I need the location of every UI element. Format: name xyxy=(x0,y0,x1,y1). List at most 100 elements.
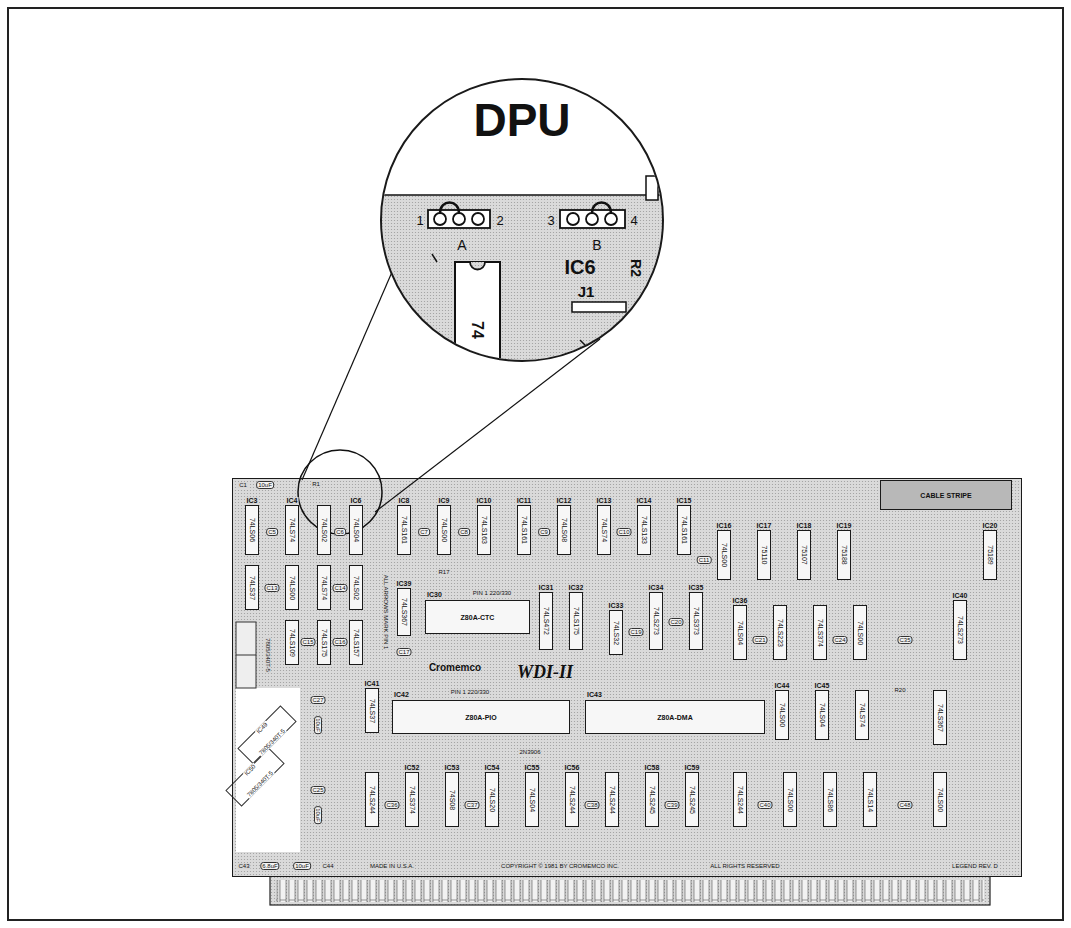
ic-chip: 74LS157 xyxy=(349,620,363,665)
ic-chip: IC1574LS161 xyxy=(677,505,691,555)
capacitor-label: C25 xyxy=(310,786,325,794)
part-number: 74LS02 xyxy=(321,518,328,542)
capacitor-label: C40 xyxy=(757,801,772,809)
chip-number: IC17 xyxy=(756,522,773,529)
chip-number: IC42 xyxy=(393,691,410,698)
chip-number: IC14 xyxy=(636,497,653,504)
chip-number: IC6 xyxy=(350,497,363,504)
chip-number: IC33 xyxy=(608,602,625,609)
part-number: 74LS14 xyxy=(867,787,874,811)
ic-chip: 74LS00 xyxy=(285,565,299,610)
regulator-symbol xyxy=(226,706,296,806)
ic-chip: IC874LS161 xyxy=(397,505,411,555)
chip-number: IC12 xyxy=(556,497,573,504)
part-label: C43 xyxy=(237,863,250,869)
part-number: 75110 xyxy=(761,546,768,565)
ic-chip: IC1374LS74 xyxy=(597,505,611,555)
part-number: 74LS86 xyxy=(827,787,834,811)
leader-line xyxy=(302,272,392,480)
capacitor-label: C19 xyxy=(628,628,643,636)
part-number: 74S08 xyxy=(449,789,456,809)
ic-chip: IC3274LS175 xyxy=(569,592,583,650)
part-label: C44 xyxy=(321,863,334,869)
part-number: 74LS00 xyxy=(779,703,786,727)
capacitor-label: C16 xyxy=(332,638,347,646)
part-number: 74LS157 xyxy=(353,628,360,656)
detail-label: 1 xyxy=(416,214,423,227)
cable-stripe-box: CABLE STRIPE xyxy=(880,480,1012,510)
ic-chip: IC3474LS273 xyxy=(649,592,663,650)
ic-chip: IC1674LS00 xyxy=(717,530,731,580)
part-number: 74LS00 xyxy=(937,787,944,811)
board-text: WDI-II xyxy=(517,663,573,681)
ic-chip: IC1775110 xyxy=(757,530,771,580)
part-number: 74LS245 xyxy=(649,785,656,813)
ic-chip: IC4174LS37 xyxy=(365,688,379,733)
part-label: R1 xyxy=(311,481,321,487)
part-number: 74LS367 xyxy=(401,598,408,626)
ic-chip: IC3374LS32 xyxy=(609,610,623,655)
ic-chip: IC5874LS245 xyxy=(645,772,659,827)
capacitor-label: C17 xyxy=(396,648,411,656)
part-number: 74LS74 xyxy=(321,575,328,599)
part-label: C1 xyxy=(238,482,248,488)
chip-number: IC31 xyxy=(538,584,555,591)
capacitor-label: C35 xyxy=(897,636,912,644)
ic-chip: IC3674LS04 xyxy=(733,605,747,660)
capacitor-label: C38 xyxy=(584,801,599,809)
ic-chip: IC1274LS08 xyxy=(557,505,571,555)
board-text: MADE IN U.S.A. xyxy=(369,863,415,869)
part-number: 74LS472 xyxy=(543,607,550,635)
ic-chip: IC5374S08 xyxy=(445,772,459,827)
part-number: 74LS00 xyxy=(721,543,728,567)
part-number: 74LS02 xyxy=(353,575,360,599)
part-number: 74LS373 xyxy=(693,607,700,635)
capacitor-label: C36 xyxy=(384,801,399,809)
capacitor-label: C39 xyxy=(664,801,679,809)
detail-label: 2 xyxy=(496,214,503,227)
part-label: R20 xyxy=(893,687,906,693)
ic-chip: IC974LS00 xyxy=(437,505,451,555)
circuit-board: CromemcoWDI-IIMADE IN U.S.A.COPYRIGHT © … xyxy=(232,478,1022,877)
chip-number: IC58 xyxy=(644,764,661,771)
ic-chip: 74LS367 xyxy=(933,690,947,745)
part-number: 74LS74 xyxy=(601,518,608,542)
ic-chip: IC2075189 xyxy=(983,530,997,580)
chip-number: IC54 xyxy=(484,764,501,771)
capacitor-label: 10uF xyxy=(314,806,322,824)
part-number: 74LS20 xyxy=(489,787,496,811)
part-number: 74LS37 xyxy=(249,575,256,599)
part-number: 74LS109 xyxy=(289,628,296,656)
part-number: 74LS175 xyxy=(573,607,580,635)
ic-chip: 74LS37 xyxy=(245,565,259,610)
chip-number: IC9 xyxy=(438,497,451,504)
part-label: 2N3906 xyxy=(518,749,541,755)
chip-number: IC16 xyxy=(716,522,733,529)
chip-number: IC59 xyxy=(684,764,701,771)
ic-chip: 74LS109 xyxy=(285,620,299,665)
part-number: Z80A-DMA xyxy=(657,714,692,721)
detail-label: 74 xyxy=(469,321,485,339)
ic-chip: IC3574LS373 xyxy=(689,592,703,650)
part-number: 74LS04 xyxy=(353,518,360,542)
part-number: 74LS245 xyxy=(689,785,696,813)
board-text: ALL ARROWS MARK PIN 1 xyxy=(383,574,389,650)
part-number: 74LS00 xyxy=(787,787,794,811)
capacitor-label: C9 xyxy=(538,528,550,536)
part-number: 75189 xyxy=(987,545,994,564)
chip-number: IC44 xyxy=(774,682,791,689)
chip-number: IC53 xyxy=(444,764,461,771)
chip-number: IC4 xyxy=(286,497,299,504)
ic-chip: IC5274LS374 xyxy=(405,772,419,827)
part-number: 74LS00 xyxy=(857,620,864,644)
ic-chip: 74LS86 xyxy=(823,772,837,827)
part-number: 74LS175 xyxy=(321,628,328,656)
connector-fingers xyxy=(276,880,984,902)
capacitor-label: 10uF xyxy=(293,862,311,870)
detail-label: 4 xyxy=(630,214,637,227)
chip-number: IC3 xyxy=(246,497,259,504)
capacitor-label: C5 xyxy=(266,528,278,536)
part-number: 74LS244 xyxy=(737,785,744,813)
part-number: 74LS161 xyxy=(681,516,688,544)
part-number: 74LS74 xyxy=(289,518,296,542)
